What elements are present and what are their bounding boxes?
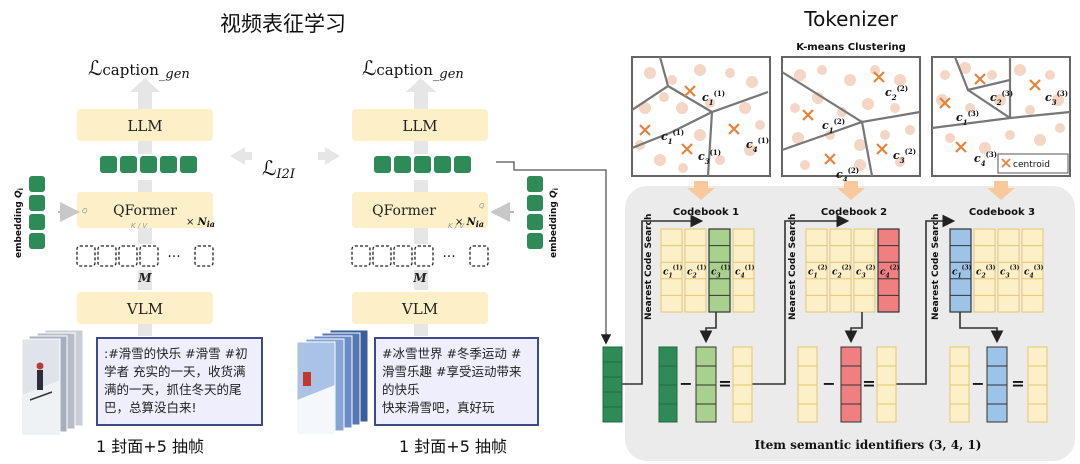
dots-1: ··· — [167, 249, 180, 265]
dots-2: ··· — [442, 249, 455, 265]
pipeline-1: ℒcaption_gen LLM QFormer Q K / V × Nia ·… — [14, 56, 263, 456]
llm-label-1: LLM — [127, 117, 162, 135]
embedding-label-2: embedding Qi — [549, 188, 560, 258]
query-embeddings-1 — [29, 176, 45, 249]
query-tokens-out-1 — [100, 156, 197, 173]
flow-lines — [622, 214, 1004, 385]
dashed-tokens-1 — [76, 245, 214, 267]
minus-3: − — [971, 374, 984, 393]
vlm-label-1: VLM — [126, 300, 163, 318]
codebook-2-code-3: c3(2) — [853, 228, 876, 313]
nearest-search-2: Nearest Code Search — [788, 214, 798, 320]
codebook-2-title: Codebook 2 — [821, 207, 887, 218]
tokenizer-title: Tokenizer — [803, 7, 898, 31]
qformer-kv-2: K / V — [448, 222, 465, 230]
caption-box-1 — [96, 337, 263, 426]
embedding-label-1: embedding Qi — [14, 188, 25, 258]
item-semantic-ids: Item semantic identifiers (3, 4, 1) — [755, 438, 982, 452]
qformer-q-1: Q — [82, 207, 88, 215]
caption-text-1: :#滑雪的快乐 #滑雪 #初学者 充实的一天，收货满满的一天，抓住冬天的尾巴，总… — [104, 346, 248, 415]
vlm-box-2 — [352, 292, 488, 324]
cluster-plot-3: c2(3) c3(3) c1(3) c4(3) centroid — [931, 56, 1071, 177]
codebook-3-code-1: c1(3) — [949, 228, 972, 313]
equals-3: = — [1011, 374, 1024, 393]
codebook-2-code-1: c1(2) — [805, 228, 828, 313]
qformer-label-1: QFormer — [113, 203, 177, 219]
query-embeddings-2 — [527, 176, 543, 249]
codebook-2-code-2: c2(2) — [829, 228, 852, 313]
pipeline-2: ℒcaption_gen LLM QFormer Q K / V × Nia ·… — [296, 56, 560, 456]
centroid-label: centroid — [1013, 160, 1050, 170]
i2i-loss: ℒI2I — [230, 147, 340, 182]
left-title: 视频表征学习 — [220, 12, 346, 36]
llm-box-1 — [77, 109, 213, 141]
codebook-1-code-3: c3(1) — [708, 228, 731, 313]
orange-down-arrows — [687, 181, 1015, 200]
codebook-2-code-4: c4(2) — [877, 228, 900, 313]
codebook-1-title: Codebook 1 — [673, 207, 739, 218]
loss-caption-gen-1: ℒcaption_gen — [88, 56, 190, 82]
equals-2: = — [862, 374, 875, 393]
m-label-2: M — [412, 271, 427, 285]
video-frames-2 — [296, 329, 369, 435]
equals-1: = — [718, 374, 731, 393]
loss-caption-gen-2: ℒcaption_gen — [362, 56, 464, 82]
centroid-legend: centroid — [997, 153, 1069, 174]
m-label-1: M — [137, 271, 152, 285]
cluster-plot-1: c1(1) c1(1) c3(1) c4(1) — [631, 56, 771, 177]
qformer-kv-1: K / V — [131, 222, 148, 230]
frames-label-1: 1 封面+5 抽帧 — [96, 437, 204, 456]
connector-line — [496, 161, 612, 345]
qformer-box-2 — [352, 192, 488, 228]
codebook-1-code-1: c1(1) — [660, 228, 683, 313]
codebook-1-code-2: c2(1) — [684, 228, 707, 313]
nearest-search-3: Nearest Code Search — [931, 214, 941, 320]
dashed-tokens-2 — [351, 245, 489, 267]
minus-2: − — [822, 374, 835, 393]
llm-box-2 — [352, 109, 488, 141]
codebook-3-title: Codebook 3 — [969, 207, 1035, 218]
query-tokens-out-2 — [374, 156, 471, 173]
vlm-label-2: VLM — [401, 300, 438, 318]
frames-label-2: 1 封面+5 抽帧 — [399, 437, 507, 456]
nia-label-2: × Nia — [455, 217, 484, 229]
nearest-search-1: Nearest Code Search — [644, 214, 654, 320]
caption-text-2: #冰雪世界 #冬季运动 #滑雪乐趣 #享受运动带来的快乐 快来滑雪吧，真好玩 — [382, 346, 522, 415]
codebook-columns: c1(1)c2(1)c3(1)c4(1) c1(2)c2(2)c3(2)c4(2)… — [660, 228, 1044, 313]
minus-1: − — [679, 374, 692, 393]
codebook-3-code-4: c4(3) — [1021, 228, 1044, 313]
caption-box-2 — [374, 337, 539, 426]
kmeans-title: K-means Clustering — [796, 42, 906, 53]
codebook-3-code-2: c2(3) — [973, 228, 996, 313]
video-frames-1 — [21, 329, 84, 436]
vlm-box-1 — [77, 292, 213, 324]
qformer-q-2: Q — [479, 202, 485, 210]
nia-label-1: × Nia — [186, 217, 215, 229]
llm-label-2: LLM — [402, 117, 437, 135]
loss-i2i: ℒI2I — [262, 156, 296, 182]
codebook-1-code-4: c4(1) — [732, 228, 755, 313]
qformer-box-1 — [77, 192, 213, 228]
codebook-3-code-3: c3(3) — [997, 228, 1020, 313]
residual-row: − = − = − = — [602, 346, 1048, 423]
qformer-label-2: QFormer — [372, 203, 436, 219]
cluster-plot-2: c2(2) c1(2) c4(2) c3(2) — [781, 56, 921, 184]
